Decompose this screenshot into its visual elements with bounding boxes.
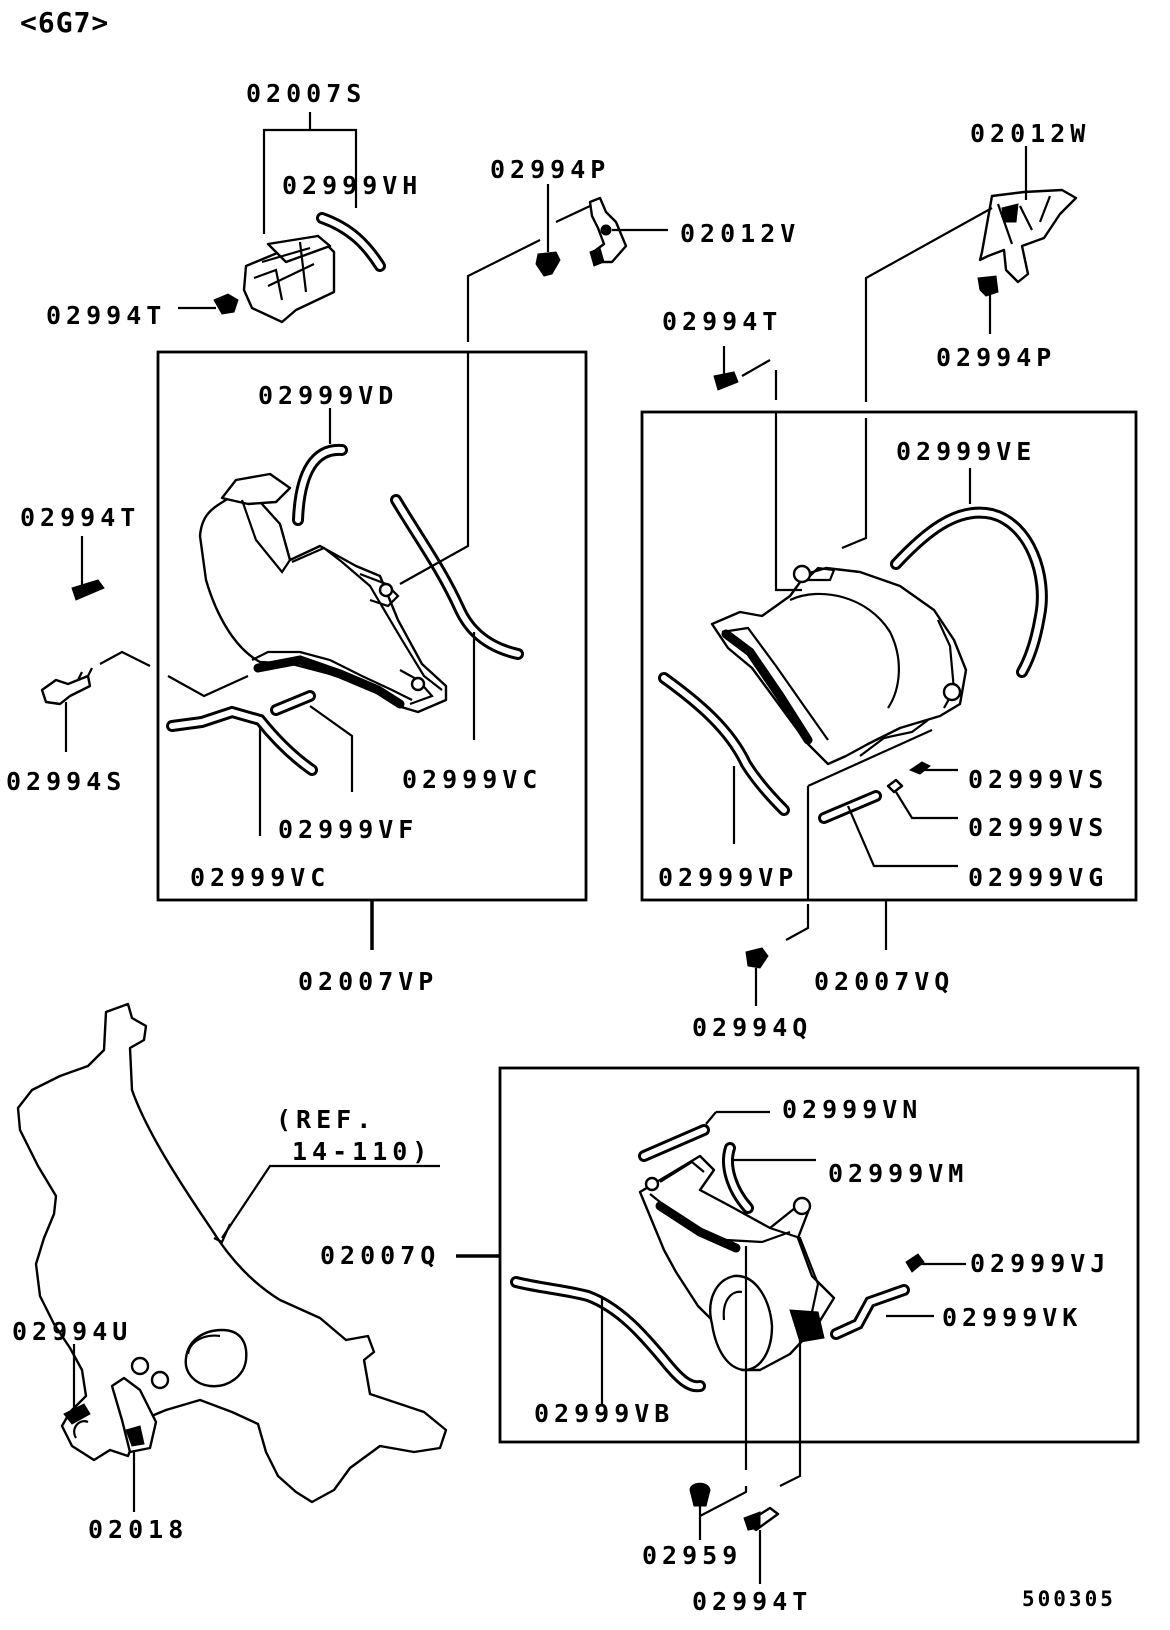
label-02999VH: 02999VH — [282, 171, 422, 200]
label-02999VG: 02999VG — [968, 863, 1108, 892]
leader-02999VG — [846, 805, 958, 868]
upper-bracket-assembly — [242, 234, 336, 324]
bolt-upper-left — [213, 293, 239, 315]
seal-strip-02999VC-left — [166, 705, 318, 776]
label-02999VS-a: 02999VS — [968, 765, 1108, 794]
label-02994P-b: 02994P — [936, 343, 1056, 372]
leader-02007S — [262, 112, 358, 234]
leader-02994Q — [754, 904, 810, 1006]
label-02994S: 02994S — [6, 767, 126, 796]
leader-02994S-link — [99, 650, 249, 698]
label-02007S: 02007S — [246, 79, 366, 108]
seal-strip-02999VE — [890, 506, 1048, 678]
label-02999VJ: 02999VJ — [970, 1249, 1110, 1278]
label-02999VP: 02999VP — [658, 863, 798, 892]
bolt-02994Q — [745, 947, 769, 969]
label-02994T-d: 02994T — [692, 1587, 812, 1616]
leader-bracket-right-to-box — [864, 207, 993, 402]
seal-strip-02999VB — [510, 1276, 706, 1393]
arrow-ref — [213, 1223, 232, 1244]
label-02007VP: 02007VP — [298, 967, 438, 996]
label-02999VC-b: 02999VC — [190, 863, 330, 892]
small-bracket-02012V — [588, 196, 628, 267]
leader-bracket-to-box — [466, 205, 591, 342]
bolt-02994T-right — [713, 346, 739, 391]
leader-02999VF — [309, 705, 354, 792]
bolt-02994P-top — [535, 251, 561, 277]
label-02007Q: 02007Q — [320, 1241, 440, 1270]
leader-vg-link — [806, 728, 933, 900]
sensor-02018 — [110, 1356, 170, 1454]
seal-strip-02999VK — [830, 1284, 910, 1340]
upper-cover-right — [710, 564, 968, 766]
seal-strip-02999VD — [292, 443, 348, 526]
bolt-02994T-left — [71, 579, 105, 601]
bolt-02994P-right — [977, 275, 999, 297]
seal-strip-02999VM — [722, 1142, 754, 1214]
seal-strip-02999VN — [638, 1124, 710, 1162]
label-02999VK: 02999VK — [942, 1303, 1082, 1332]
label-02007VQ: 02007VQ — [814, 967, 954, 996]
label-02994T-b: 02994T — [662, 307, 782, 336]
label-02994P-a: 02994P — [490, 155, 610, 184]
small-seal-02999VF — [270, 690, 316, 716]
leader-02999VN — [705, 1110, 770, 1125]
bolt-02994T-bottom — [743, 1506, 780, 1532]
label-ref-line2: 14-110) — [292, 1137, 432, 1166]
label-02012V: 02012V — [680, 219, 800, 248]
label-02999VE: 02999VE — [896, 437, 1036, 466]
upper-cover-left — [198, 472, 448, 714]
label-02999VC-a: 02999VC — [402, 765, 542, 794]
plug-02999VS — [886, 761, 931, 794]
upper-right-cover-group-box — [640, 410, 1138, 902]
leader-02999VS-b — [895, 791, 958, 820]
label-02994T-c: 02994T — [20, 503, 140, 532]
label-ref-line1: (REF. — [276, 1105, 376, 1134]
leader-lower-link-a — [699, 1246, 748, 1517]
leader-ref — [221, 1164, 440, 1239]
nut-02959 — [689, 1482, 711, 1507]
leader-lower-link-b — [779, 1340, 802, 1487]
seal-02999VG — [818, 790, 882, 824]
bolt-02994U — [63, 1403, 91, 1425]
diagram-code: 500305 — [1022, 1587, 1116, 1611]
seal-strip-upper — [316, 212, 386, 272]
leader-right-cover-link — [841, 418, 868, 550]
label-02999VD: 02999VD — [258, 381, 398, 410]
long-bolt-02994S — [40, 667, 93, 706]
label-02994U: 02994U — [12, 1317, 132, 1346]
label-02999VB: 02999VB — [534, 1399, 674, 1428]
label-02959: 02959 — [642, 1541, 742, 1570]
leader-box-bracket-link — [399, 352, 470, 585]
seal-strip-02999VC-right — [390, 494, 524, 660]
label-02999VF: 02999VF — [278, 815, 418, 844]
label-02999VS-b: 02999VS — [968, 813, 1108, 842]
engine-group-code: <6G7> — [20, 6, 109, 39]
lower-cover-assembly — [638, 1154, 836, 1372]
leader-02994T-b — [741, 359, 802, 592]
label-02999VN: 02999VN — [782, 1095, 922, 1124]
label-02999VM: 02999VM — [828, 1159, 968, 1188]
seal-strip-02999VP — [658, 672, 790, 816]
label-02994Q: 02994Q — [692, 1013, 812, 1042]
label-02012W: 02012W — [970, 119, 1090, 148]
engine-bracket-02012W — [978, 188, 1078, 284]
label-02018: 02018 — [88, 1515, 188, 1544]
label-02994T-a: 02994T — [46, 301, 166, 330]
